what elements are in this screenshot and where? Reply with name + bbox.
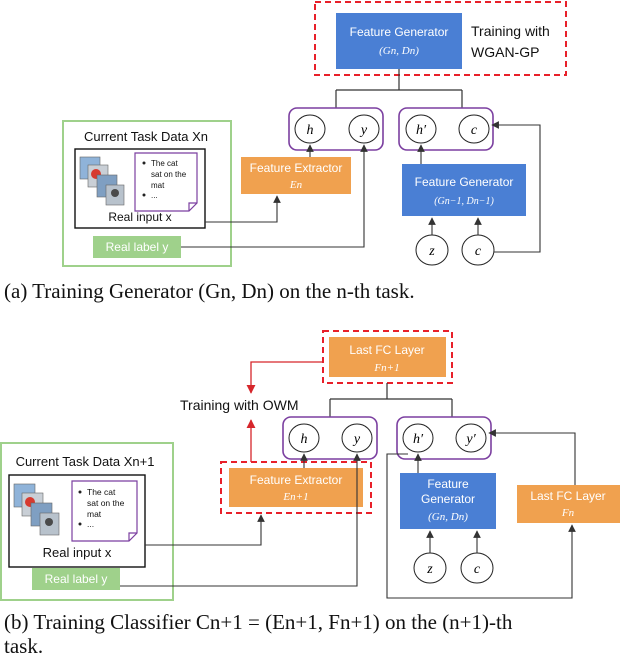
feature-generator-prev-label: Feature Generator xyxy=(415,175,514,189)
y-node xyxy=(348,114,380,144)
z-noise-b-label: z xyxy=(426,562,433,577)
h-prime-node-b xyxy=(402,423,434,453)
feature-extractor-new-block xyxy=(229,468,363,507)
feature-generator-gn-label: Feature Generator xyxy=(350,25,449,39)
label-to-y-arrow xyxy=(181,144,368,248)
owm-feedback-arrow xyxy=(246,361,323,394)
doc-line-1-b: The cat xyxy=(87,487,116,497)
feature-generator-prev-block xyxy=(402,164,526,216)
last-fc-new-subscript: Fn+1 xyxy=(373,362,399,374)
feature-extractor-new-subscript: En+1 xyxy=(282,491,308,503)
doc-line-3-b: mat xyxy=(87,509,102,519)
panel-b: Last FC Layer Fn+1 Training with OWM h y… xyxy=(0,330,620,601)
stacked-photo-thumbnails-icon xyxy=(13,483,60,536)
feature-generator-b-line2: Generator xyxy=(421,492,475,506)
doc-line-1: The cat xyxy=(151,159,178,168)
feature-extractor-en-subscript: En xyxy=(289,179,303,191)
feature-generator-b-subscript: (Gn, Dn) xyxy=(428,511,468,523)
prev-fc-to-y-prime-arrow xyxy=(488,429,576,485)
feature-generator-prev-subscript: (Gn−1, Dn−1) xyxy=(434,196,494,207)
input-to-extractor-arrow-b xyxy=(145,514,265,546)
last-fc-new-label: Last FC Layer xyxy=(349,343,424,357)
c-condition-label: c xyxy=(475,244,482,259)
last-fc-new-block xyxy=(329,337,446,377)
h-prime-node-label: h′ xyxy=(416,123,427,138)
doc-line-4: ... xyxy=(151,191,158,200)
panel-b-caption-line2: task. xyxy=(4,634,44,658)
feature-extractor-en-block xyxy=(241,157,351,194)
current-task-data-title: Current Task Data Xn xyxy=(84,129,208,144)
feature-generator-gn-subscript: (Gn, Dn) xyxy=(379,45,419,57)
panel-b-caption-line1: (b) Training Classifier Cn+1 = (En+1, Fn… xyxy=(4,610,513,634)
last-fc-prev-subscript: Fn xyxy=(561,507,575,519)
real-label-block-b xyxy=(32,568,120,590)
feature-generator-gn-block xyxy=(336,13,462,69)
classifier-input-tree xyxy=(329,383,453,417)
feature-generator-b-block xyxy=(400,473,496,529)
panel-a: Feature Generator (Gn, Dn) Training with… xyxy=(62,1,567,267)
real-input-label: Real input x xyxy=(108,210,171,224)
y-node-b-label: y xyxy=(352,432,361,447)
doc-line-4-b: ... xyxy=(87,519,94,529)
wgan-training-frame xyxy=(314,1,567,76)
y-prime-node-b xyxy=(455,423,487,453)
owm-training-note: Training with OWM xyxy=(180,397,299,413)
h-node xyxy=(294,114,326,144)
c-condition-b-label: c xyxy=(474,562,481,577)
page-with-folded-corner-icon xyxy=(71,480,138,542)
page-with-folded-corner-icon xyxy=(134,152,198,212)
h-node-b xyxy=(288,423,320,453)
real-label-block xyxy=(93,236,181,258)
y-node-b xyxy=(341,423,373,453)
generator-input-tree xyxy=(335,69,463,108)
doc-line-2-b: sat on the xyxy=(87,498,125,508)
c-to-pair-arrow xyxy=(491,121,541,253)
c-node-label: c xyxy=(471,123,478,138)
h-prime-node-b-label: h′ xyxy=(413,432,424,447)
h-prime-node xyxy=(405,114,437,144)
input-to-extractor-arrow xyxy=(205,195,281,223)
feature-generator-b-line1: Feature xyxy=(427,477,469,491)
feature-extractor-new-frame xyxy=(220,461,372,514)
feature-extractor-en-label: Feature Extractor xyxy=(250,161,343,175)
c-node xyxy=(458,114,490,144)
stacked-photo-thumbnails-icon xyxy=(79,156,125,206)
y-node-label: y xyxy=(359,123,368,138)
real-label-text: Real label y xyxy=(106,240,169,254)
z-noise-label: z xyxy=(428,244,435,259)
y-prime-node-b-label: y′ xyxy=(464,432,476,447)
last-fc-prev-label: Last FC Layer xyxy=(530,489,605,503)
real-input-label-b: Real input x xyxy=(43,545,112,560)
doc-line-3: mat xyxy=(151,181,165,190)
wgan-training-note-line1: Training with xyxy=(471,23,550,39)
h-node-label: h xyxy=(307,123,314,138)
real-label-text-b: Real label y xyxy=(45,572,108,586)
current-task-data-title-b: Current Task Data Xn+1 xyxy=(16,454,155,469)
feature-extractor-new-label: Feature Extractor xyxy=(250,473,343,487)
label-to-y-arrow-b xyxy=(120,453,361,587)
h-node-b-label: h xyxy=(301,432,308,447)
last-fc-prev-block xyxy=(517,485,620,523)
wgan-training-note-line2: WGAN-GP xyxy=(471,44,539,60)
panel-a-caption: (a) Training Generator (Gn, Dn) on the n… xyxy=(4,279,415,303)
doc-line-2: sat on the xyxy=(151,170,187,179)
generated-h-to-prev-fc-arrow xyxy=(386,453,576,599)
